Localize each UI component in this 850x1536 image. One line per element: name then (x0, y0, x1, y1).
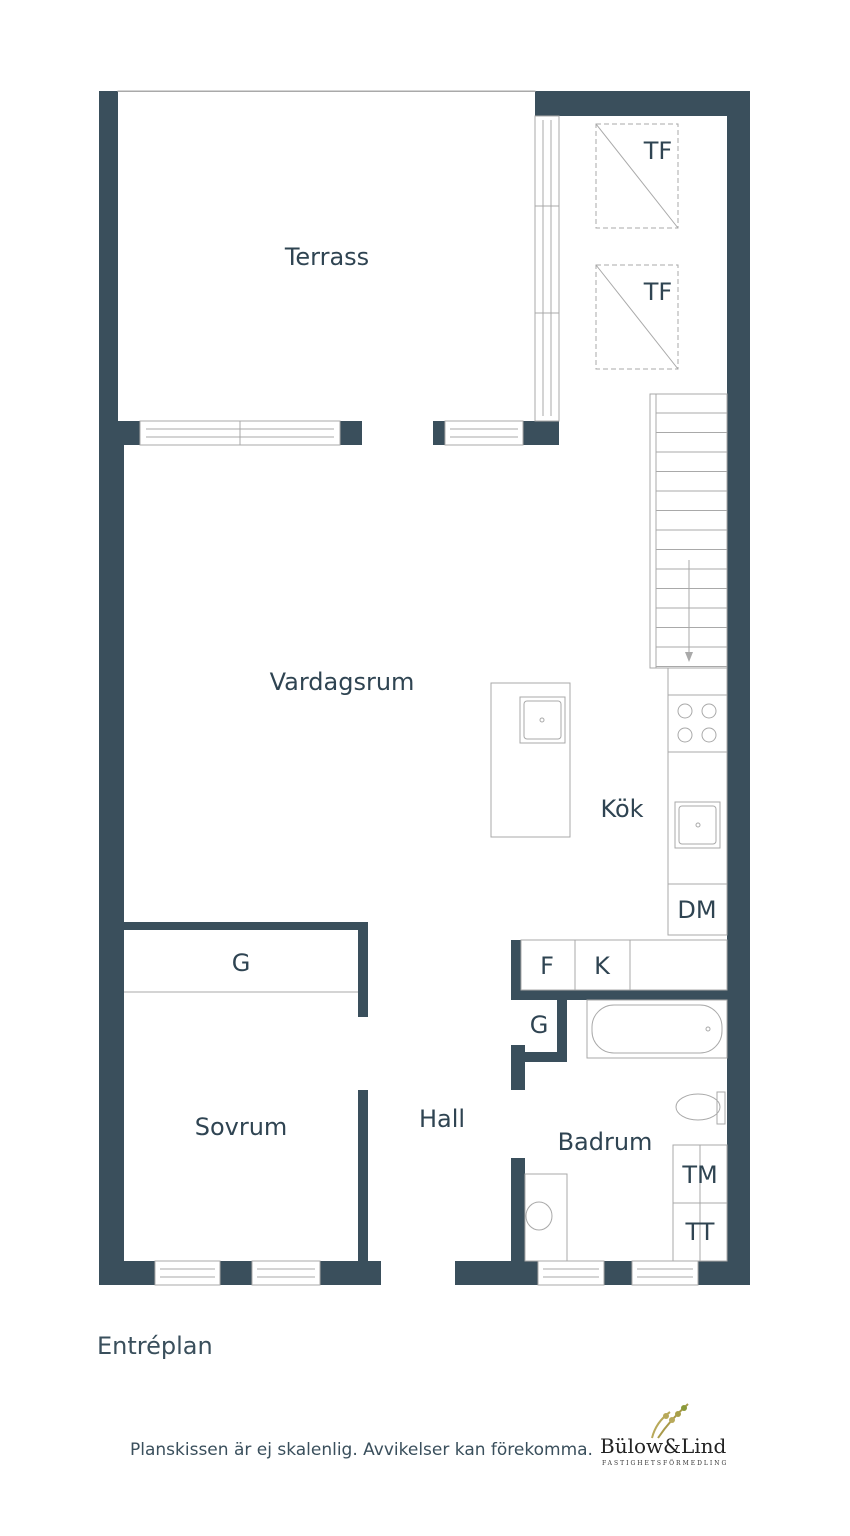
windows (117, 90, 699, 1286)
label-fridge: F (540, 952, 554, 980)
label-wardrobe-bedroom: G (232, 949, 251, 977)
logo-name: Bülow&Lind (600, 1434, 727, 1458)
walls (99, 91, 750, 1285)
room-labels: Terrass Vardagsrum Kök Sovrum Hall Badru… (195, 137, 718, 1246)
plan-title: Entréplan (97, 1332, 213, 1360)
label-wardrobe-hall: G (530, 1011, 549, 1039)
staircase (649, 393, 728, 669)
label-living-room: Vardagsrum (270, 668, 415, 696)
wheat-icon (651, 1403, 689, 1439)
label-terrace: Terrass (284, 243, 369, 271)
label-dryer: TT (685, 1218, 715, 1246)
kitchen-fixtures (124, 667, 728, 993)
label-hall: Hall (419, 1105, 465, 1133)
logo-tagline: FASTIGHETSFÖRMEDLING (602, 1460, 729, 1467)
label-dishwasher: DM (677, 896, 716, 924)
disclaimer: Planskissen är ej skalenlig. Avvikelser … (130, 1440, 593, 1460)
label-skylight-1: TF (643, 137, 672, 165)
skylights (595, 123, 679, 370)
bathroom-fixtures (524, 999, 728, 1262)
label-skylight-2: TF (643, 278, 672, 306)
label-bedroom: Sovrum (195, 1113, 288, 1141)
brand-logo: Bülow&Lind FASTIGHETSFÖRMEDLING (600, 1400, 740, 1472)
label-freezer: K (594, 952, 611, 980)
label-kitchen: Kök (600, 795, 643, 823)
label-bathroom: Badrum (558, 1128, 653, 1156)
label-washer: TM (681, 1161, 717, 1189)
